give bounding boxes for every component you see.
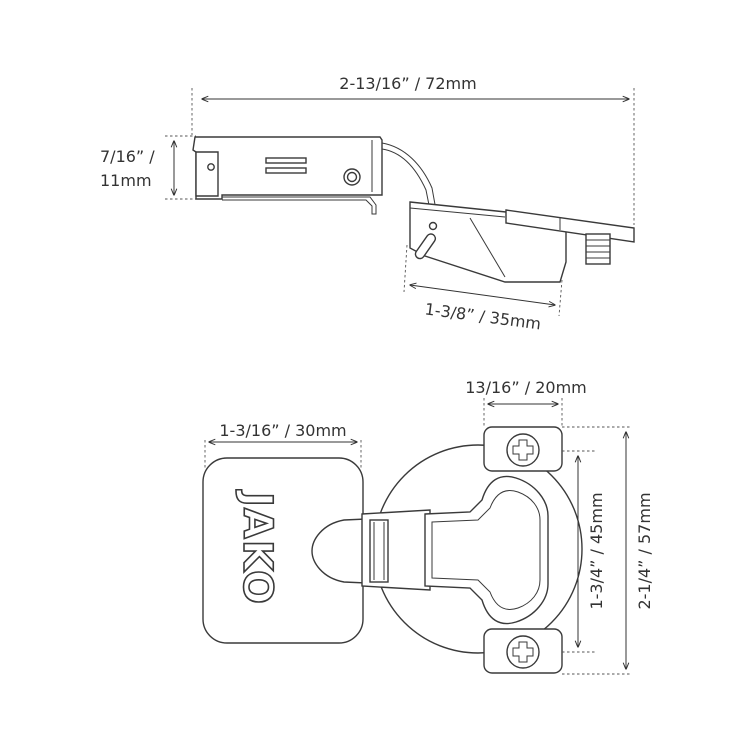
arm-adjust-screw-inner — [346, 171, 358, 183]
plate-height-label: 2-1/4” / 57mm — [635, 492, 654, 609]
threaded-post — [585, 233, 611, 265]
cup-bevel-line — [469, 217, 506, 278]
cup-width-side-label: 1-3/8” / 35mm — [424, 299, 543, 333]
arm-lower-hook — [222, 196, 377, 215]
cup-pivot-hole — [428, 221, 438, 231]
screw-top-cross-icon — [512, 439, 534, 461]
linkage-wire-outer — [381, 142, 437, 211]
screw-plate-width-label: 13/16” / 20mm — [465, 378, 587, 397]
door-plate-width-label: 1-3/16” / 30mm — [219, 421, 346, 440]
linkage-wire-inner — [381, 148, 431, 211]
cup-extension-left — [403, 244, 408, 293]
arm-slot-lower — [265, 167, 307, 174]
screw-bottom-head — [506, 635, 540, 669]
screw-spacing-label: 1-3/4” / 45mm — [587, 492, 606, 609]
cup-extension-right — [558, 279, 563, 317]
brand-logo: JAKO — [234, 489, 280, 605]
cup-bracket-inner — [431, 490, 541, 610]
cup-slot — [414, 233, 437, 260]
arm-end-hole — [207, 163, 215, 171]
hinge-arm-inner — [369, 519, 389, 583]
screw-bottom-cross-icon — [512, 641, 534, 663]
arm-end-tab — [195, 151, 219, 197]
overall-length-label: 2-13/16” / 72mm — [339, 74, 476, 93]
cup-width-dimension-line — [410, 285, 555, 305]
front-view: 1-3/16” / 30mm 13/16” / 20mm JAKO — [202, 378, 654, 675]
screw-top-head — [506, 433, 540, 467]
side-height-mm-label: 11mm — [100, 171, 152, 190]
side-view: 2-13/16” / 72mm 7/16” / 11mm — [100, 74, 635, 334]
cup-top-edge — [409, 207, 506, 218]
side-height-label: 7/16” / — [100, 147, 155, 166]
cup-bracket — [424, 475, 549, 625]
arm-slot-upper — [265, 157, 307, 164]
